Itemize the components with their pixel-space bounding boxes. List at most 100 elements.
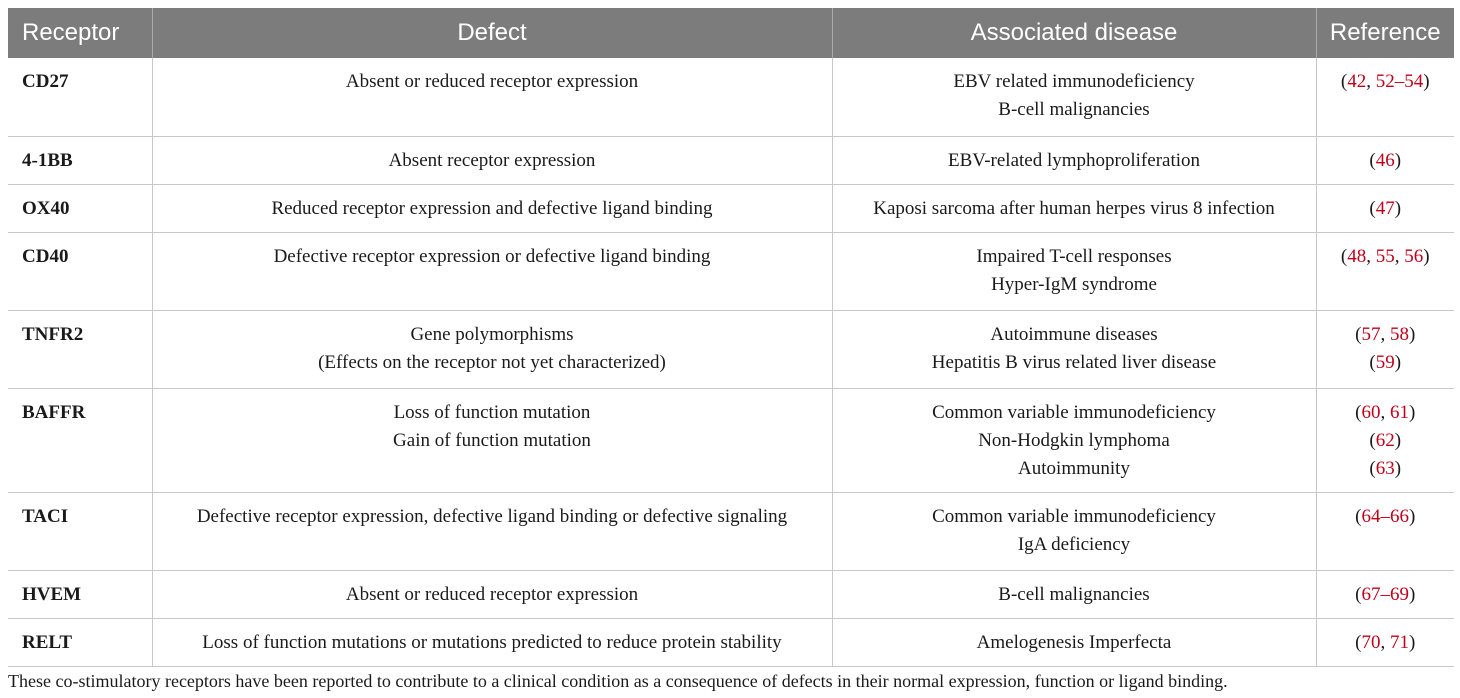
reference-line: (62) xyxy=(1325,427,1447,455)
reference-link[interactable]: 61 xyxy=(1390,401,1409,423)
defect-cell: Gene polymorphisms (Effects on the recept… xyxy=(152,310,833,389)
reference-punctuation: , xyxy=(1380,401,1390,423)
receptor-cell: TACI xyxy=(8,492,153,571)
reference-punctuation: ( xyxy=(1355,323,1362,345)
disease-line: Common variable immunodeficiency xyxy=(932,401,1216,423)
reference-link[interactable]: 67–69 xyxy=(1361,583,1410,605)
reference-link[interactable]: 60 xyxy=(1361,401,1381,423)
defect-cell: Absent receptor expression xyxy=(152,136,833,185)
reference-cell: (70, 71) xyxy=(1316,618,1454,667)
reference-line: (47) xyxy=(1325,195,1447,223)
receptor-cell: HVEM xyxy=(8,570,153,619)
reference-punctuation: ( xyxy=(1369,457,1376,479)
defect-line: Defective receptor expression or defecti… xyxy=(273,245,711,267)
reference-punctuation: , xyxy=(1366,245,1376,267)
defect-line: Loss of function mutations or mutations … xyxy=(202,631,782,653)
reference-cell: (64–66) xyxy=(1316,492,1454,571)
receptor-defects-table: Receptor Defect Associated disease Refer… xyxy=(8,8,1454,667)
reference-link[interactable]: 59 xyxy=(1375,351,1395,373)
disease-line: Hepatitis B virus related liver disease xyxy=(931,351,1217,373)
reference-cell: (47) xyxy=(1316,184,1454,233)
header-defect: Defect xyxy=(152,8,833,58)
reference-cell: (42, 52–54) xyxy=(1316,58,1454,137)
defect-line: (Effects on the receptor not yet charact… xyxy=(318,351,666,373)
reference-cell: (48, 55, 56) xyxy=(1316,232,1454,311)
defect-cell: Reduced receptor expression and defectiv… xyxy=(152,184,833,233)
reference-link[interactable]: 64–66 xyxy=(1361,505,1410,527)
disease-cell: Kaposi sarcoma after human herpes virus … xyxy=(832,184,1317,233)
reference-link[interactable]: 48 xyxy=(1347,245,1367,267)
defect-line: Loss of function mutation xyxy=(393,401,591,423)
disease-line: EBV-related lymphoproliferation xyxy=(947,149,1201,171)
receptor-cell: RELT xyxy=(8,618,153,667)
reference-link[interactable]: 47 xyxy=(1375,197,1395,219)
reference-punctuation: ) xyxy=(1409,505,1416,527)
table-row: RELT Loss of function mutations or mutati… xyxy=(8,618,1454,667)
defect-cell: Loss of function mutations or mutations … xyxy=(152,618,833,667)
reference-link[interactable]: 71 xyxy=(1390,631,1409,653)
disease-line: Kaposi sarcoma after human herpes virus … xyxy=(873,197,1275,219)
disease-line: B-cell malignancies xyxy=(998,583,1150,605)
reference-punctuation: ) xyxy=(1409,323,1416,345)
reference-link[interactable]: 52–54 xyxy=(1375,71,1424,92)
disease-line: EBV related immunodeficiency xyxy=(953,71,1195,92)
defect-cell: Absent or reduced receptor expression xyxy=(152,58,833,137)
reference-link[interactable]: 56 xyxy=(1404,245,1424,267)
reference-punctuation: ( xyxy=(1340,245,1348,267)
reference-punctuation: ( xyxy=(1355,401,1362,423)
reference-link[interactable]: 58 xyxy=(1390,323,1409,345)
reference-punctuation: ( xyxy=(1369,429,1376,451)
reference-link[interactable]: 70 xyxy=(1361,631,1381,653)
disease-line: Common variable immunodeficiency xyxy=(932,505,1216,527)
reference-punctuation: , xyxy=(1380,631,1390,653)
receptor-cell: BAFFR xyxy=(8,388,153,493)
reference-punctuation: ) xyxy=(1394,429,1402,451)
disease-line: Autoimmunity xyxy=(1018,457,1130,479)
reference-line: (67–69) xyxy=(1325,581,1447,609)
disease-line: B-cell malignancies xyxy=(998,99,1150,120)
table-footnote: These co-stimulatory receptors have been… xyxy=(8,671,1228,691)
table-body: CD27 Absent or reduced receptor expressio… xyxy=(8,58,1454,667)
reference-line: (59) xyxy=(1325,349,1447,377)
reference-punctuation: ) xyxy=(1394,197,1402,219)
reference-link[interactable]: 42 xyxy=(1347,71,1367,92)
reference-link[interactable]: 57 xyxy=(1361,323,1381,345)
reference-line: (64–66) xyxy=(1325,503,1447,531)
reference-line: (42, 52–54) xyxy=(1325,68,1447,96)
reference-punctuation: ) xyxy=(1394,351,1402,373)
reference-cell: (57, 58)(59) xyxy=(1316,310,1454,389)
receptor-cell: OX40 xyxy=(8,184,153,233)
reference-punctuation: ) xyxy=(1409,631,1416,653)
defect-line: Gene polymorphisms xyxy=(410,323,574,345)
defect-line: Defective receptor expression, defective… xyxy=(196,505,788,527)
reference-line: (70, 71) xyxy=(1325,629,1447,657)
reference-line: (48, 55, 56) xyxy=(1325,243,1447,271)
table-header-row: Receptor Defect Associated disease Refer… xyxy=(8,8,1454,58)
reference-punctuation: ( xyxy=(1369,197,1376,219)
reference-punctuation: ( xyxy=(1355,583,1362,605)
reference-link[interactable]: 62 xyxy=(1375,429,1395,451)
defect-cell: Defective receptor expression or defecti… xyxy=(152,232,833,311)
defect-line: Absent or reduced receptor expression xyxy=(345,71,639,92)
reference-punctuation: ( xyxy=(1355,631,1362,653)
reference-cell: (67–69) xyxy=(1316,570,1454,619)
receptor-cell: TNFR2 xyxy=(8,310,153,389)
reference-link[interactable]: 46 xyxy=(1375,149,1395,171)
reference-link[interactable]: 55 xyxy=(1375,245,1395,267)
disease-line: Hyper-IgM syndrome xyxy=(991,273,1157,295)
disease-line: Autoimmune diseases xyxy=(990,323,1158,345)
header-reference: Reference xyxy=(1316,8,1454,58)
reference-punctuation: ( xyxy=(1369,351,1376,373)
reference-link[interactable]: 63 xyxy=(1375,457,1395,479)
receptor-cell: CD27 xyxy=(8,58,153,137)
reference-punctuation: ) xyxy=(1423,245,1430,267)
